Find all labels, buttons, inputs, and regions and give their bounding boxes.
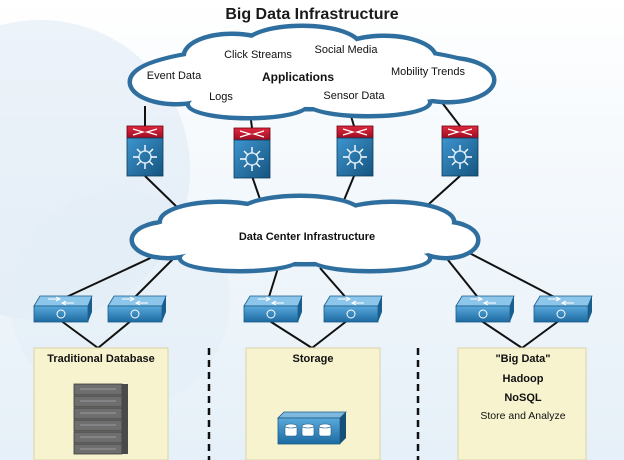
panel-title: Traditional Database xyxy=(47,353,155,365)
storage-array-icon xyxy=(277,411,347,445)
server-rack-icon xyxy=(73,383,128,455)
app-item: Sensor Data xyxy=(323,90,385,102)
panel-traditional-database: Traditional Database xyxy=(33,347,169,460)
app-item: Mobility Trends xyxy=(391,66,465,78)
router-icon xyxy=(233,127,271,179)
switch-icon xyxy=(107,295,167,323)
panel-line: Store and Analyze xyxy=(480,410,565,422)
link-line xyxy=(267,267,279,301)
panel-line: NoSQL xyxy=(504,392,542,404)
applications-label: Applications xyxy=(262,70,334,84)
link-line xyxy=(319,267,349,301)
panel-title: "Big Data" xyxy=(495,353,550,365)
app-item: Social Media xyxy=(315,44,379,56)
applications-cloud: Click Streams Social Media Event Data Mo… xyxy=(127,23,497,121)
link-line xyxy=(479,319,523,349)
link-line xyxy=(144,175,181,211)
link-line xyxy=(59,319,99,349)
link-line xyxy=(267,319,313,349)
diagram-title: Big Data Infrastructure xyxy=(225,6,398,23)
app-item: Logs xyxy=(209,91,233,103)
switch-icon xyxy=(33,295,93,323)
panel-line: Hadoop xyxy=(503,373,544,385)
app-item: Click Streams xyxy=(224,49,292,61)
switch-icon xyxy=(243,295,303,323)
router-icon xyxy=(126,125,164,177)
link-line xyxy=(521,319,561,349)
switch-icon xyxy=(533,295,593,323)
switch-icon xyxy=(323,295,383,323)
panel-big-data: "Big Data" Hadoop NoSQL Store and Analyz… xyxy=(457,347,587,460)
datacenter-cloud: Data Center Infrastructure xyxy=(129,193,481,274)
link-line xyxy=(97,319,133,349)
link-line xyxy=(311,319,349,349)
datacenter-label: Data Center Infrastructure xyxy=(239,231,375,243)
app-item: Event Data xyxy=(147,70,202,82)
panel-title: Storage xyxy=(293,353,334,365)
panel-bg xyxy=(457,347,587,460)
switch-icon xyxy=(455,295,515,323)
router-icon xyxy=(336,125,374,177)
router-icon xyxy=(441,125,479,177)
panel-storage: Storage xyxy=(245,347,381,460)
